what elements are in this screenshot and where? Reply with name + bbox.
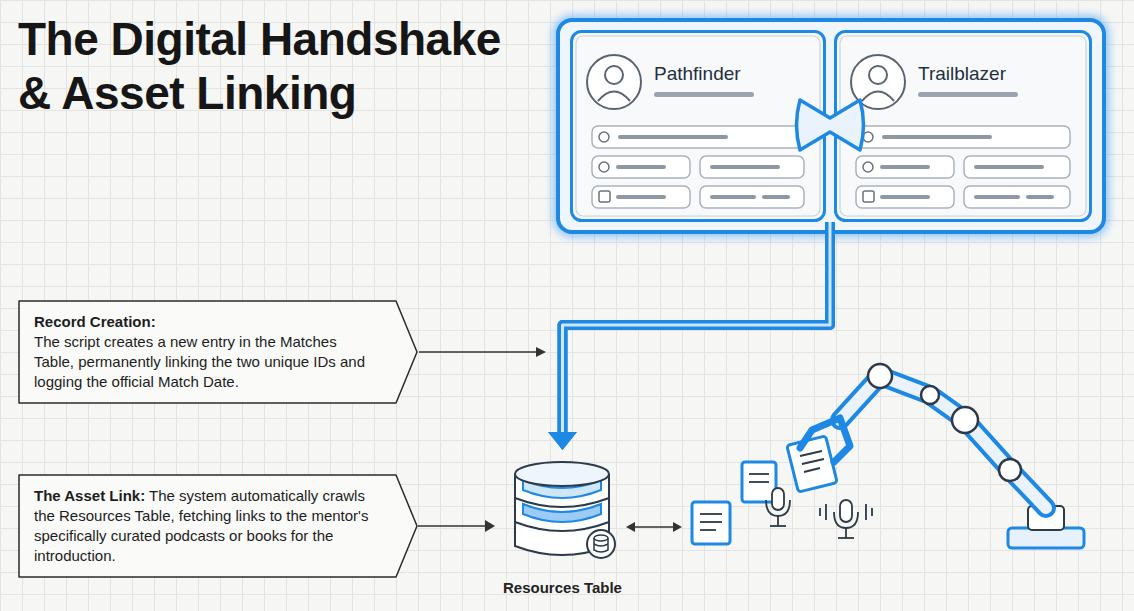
connector-line <box>563 222 831 436</box>
match-frame <box>558 20 1104 232</box>
database-node: Resources Table <box>495 448 630 600</box>
arrowhead <box>485 520 495 532</box>
connector-core <box>563 222 831 436</box>
leader-line <box>419 347 546 357</box>
callout-box: Record Creation:The script creates a new… <box>18 300 418 404</box>
callout-heading: Record Creation: <box>34 312 378 332</box>
card-outline <box>834 30 1092 222</box>
connector-line <box>418 525 486 527</box>
diagram-title: The Digital Handshake & Asset Linking <box>18 12 538 120</box>
arrowhead <box>548 432 577 450</box>
connector-line <box>563 222 831 436</box>
connector <box>548 222 830 450</box>
profile-card: Trailblazer <box>834 30 1092 222</box>
robot-arm <box>787 364 1084 548</box>
callout-text: The Asset Link: The system automatically… <box>18 474 418 578</box>
connector <box>548 222 830 450</box>
database-label: Resources Table <box>495 579 630 596</box>
callout-box: The Asset Link: The system automatically… <box>18 474 418 578</box>
connector <box>418 520 495 532</box>
callout-body: The script creates a new entry in the Ma… <box>34 333 365 390</box>
arrowhead <box>548 432 577 450</box>
card-outline <box>570 30 826 222</box>
callout-text: Record Creation:The script creates a new… <box>18 300 418 404</box>
database-icon <box>495 448 630 600</box>
card-name: Pathfinder <box>654 63 741 85</box>
profile-card: Pathfinder <box>570 30 826 222</box>
handshake-bowtie <box>797 100 864 150</box>
card-name: Trailblazer <box>918 63 1006 85</box>
double-arrow <box>626 522 682 532</box>
connector-core <box>563 222 831 436</box>
media-icons <box>692 462 872 544</box>
callout-heading: The Asset Link: <box>34 487 145 504</box>
callout-shape <box>19 301 417 403</box>
callout-shape <box>19 475 417 577</box>
